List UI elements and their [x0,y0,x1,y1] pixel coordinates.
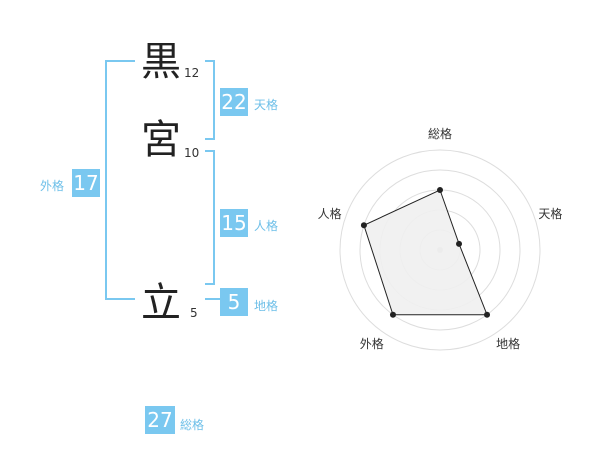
radar-point-5 [360,222,367,229]
radar-axis-label-3: 地格 [496,336,520,351]
chikaku-value: 5 [220,288,248,316]
gaikaku-label: 外格 [40,179,65,193]
tenkaku-bracket-vertical [213,60,215,140]
jinkaku-bracket-vertical [213,150,215,285]
name-char-3: 立 [141,280,181,326]
jinkaku-value: 15 [220,209,248,237]
jinkaku-bracket-top [205,150,215,152]
tenkaku-bracket-top [205,60,215,62]
name-char-2-strokes: 10 [184,146,200,160]
radar-point-3 [484,311,491,318]
name-char-1-strokes: 12 [184,66,200,80]
jinkaku-label: 人格 [254,219,279,233]
radar-point-1 [437,187,443,193]
outer-bracket-bottom [105,298,135,300]
soukaku-label: 総格 [180,418,205,432]
radar-ring-5 [339,149,541,351]
tenkaku-value: 22 [220,88,248,116]
chikaku-label: 地格 [254,299,279,313]
jinkaku-bracket-bottom [205,283,215,285]
radar-ring-4 [359,169,521,331]
name-char-1: 黒 [141,39,181,85]
tenkaku-label: 天格 [254,98,279,112]
name-char-3-strokes: 5 [190,306,198,320]
tenkaku-bracket-bottom [205,138,215,140]
gaikaku-value: 17 [72,169,100,197]
radar-axis-label-4: 外格 [360,336,384,351]
chikaku-connector [205,298,220,300]
radar-point-4 [389,311,396,318]
outer-bracket-vertical [105,60,107,300]
radar-axis-label-1: 総格 [428,126,452,141]
radar-axis-label-5: 人格 [318,206,342,221]
radar-axis-label-2: 天格 [538,206,562,221]
name-char-2: 宮 [141,117,181,163]
outer-bracket-top [105,60,135,62]
radar-point-2 [456,240,463,247]
radar-area [363,189,488,316]
soukaku-value: 27 [145,406,175,434]
